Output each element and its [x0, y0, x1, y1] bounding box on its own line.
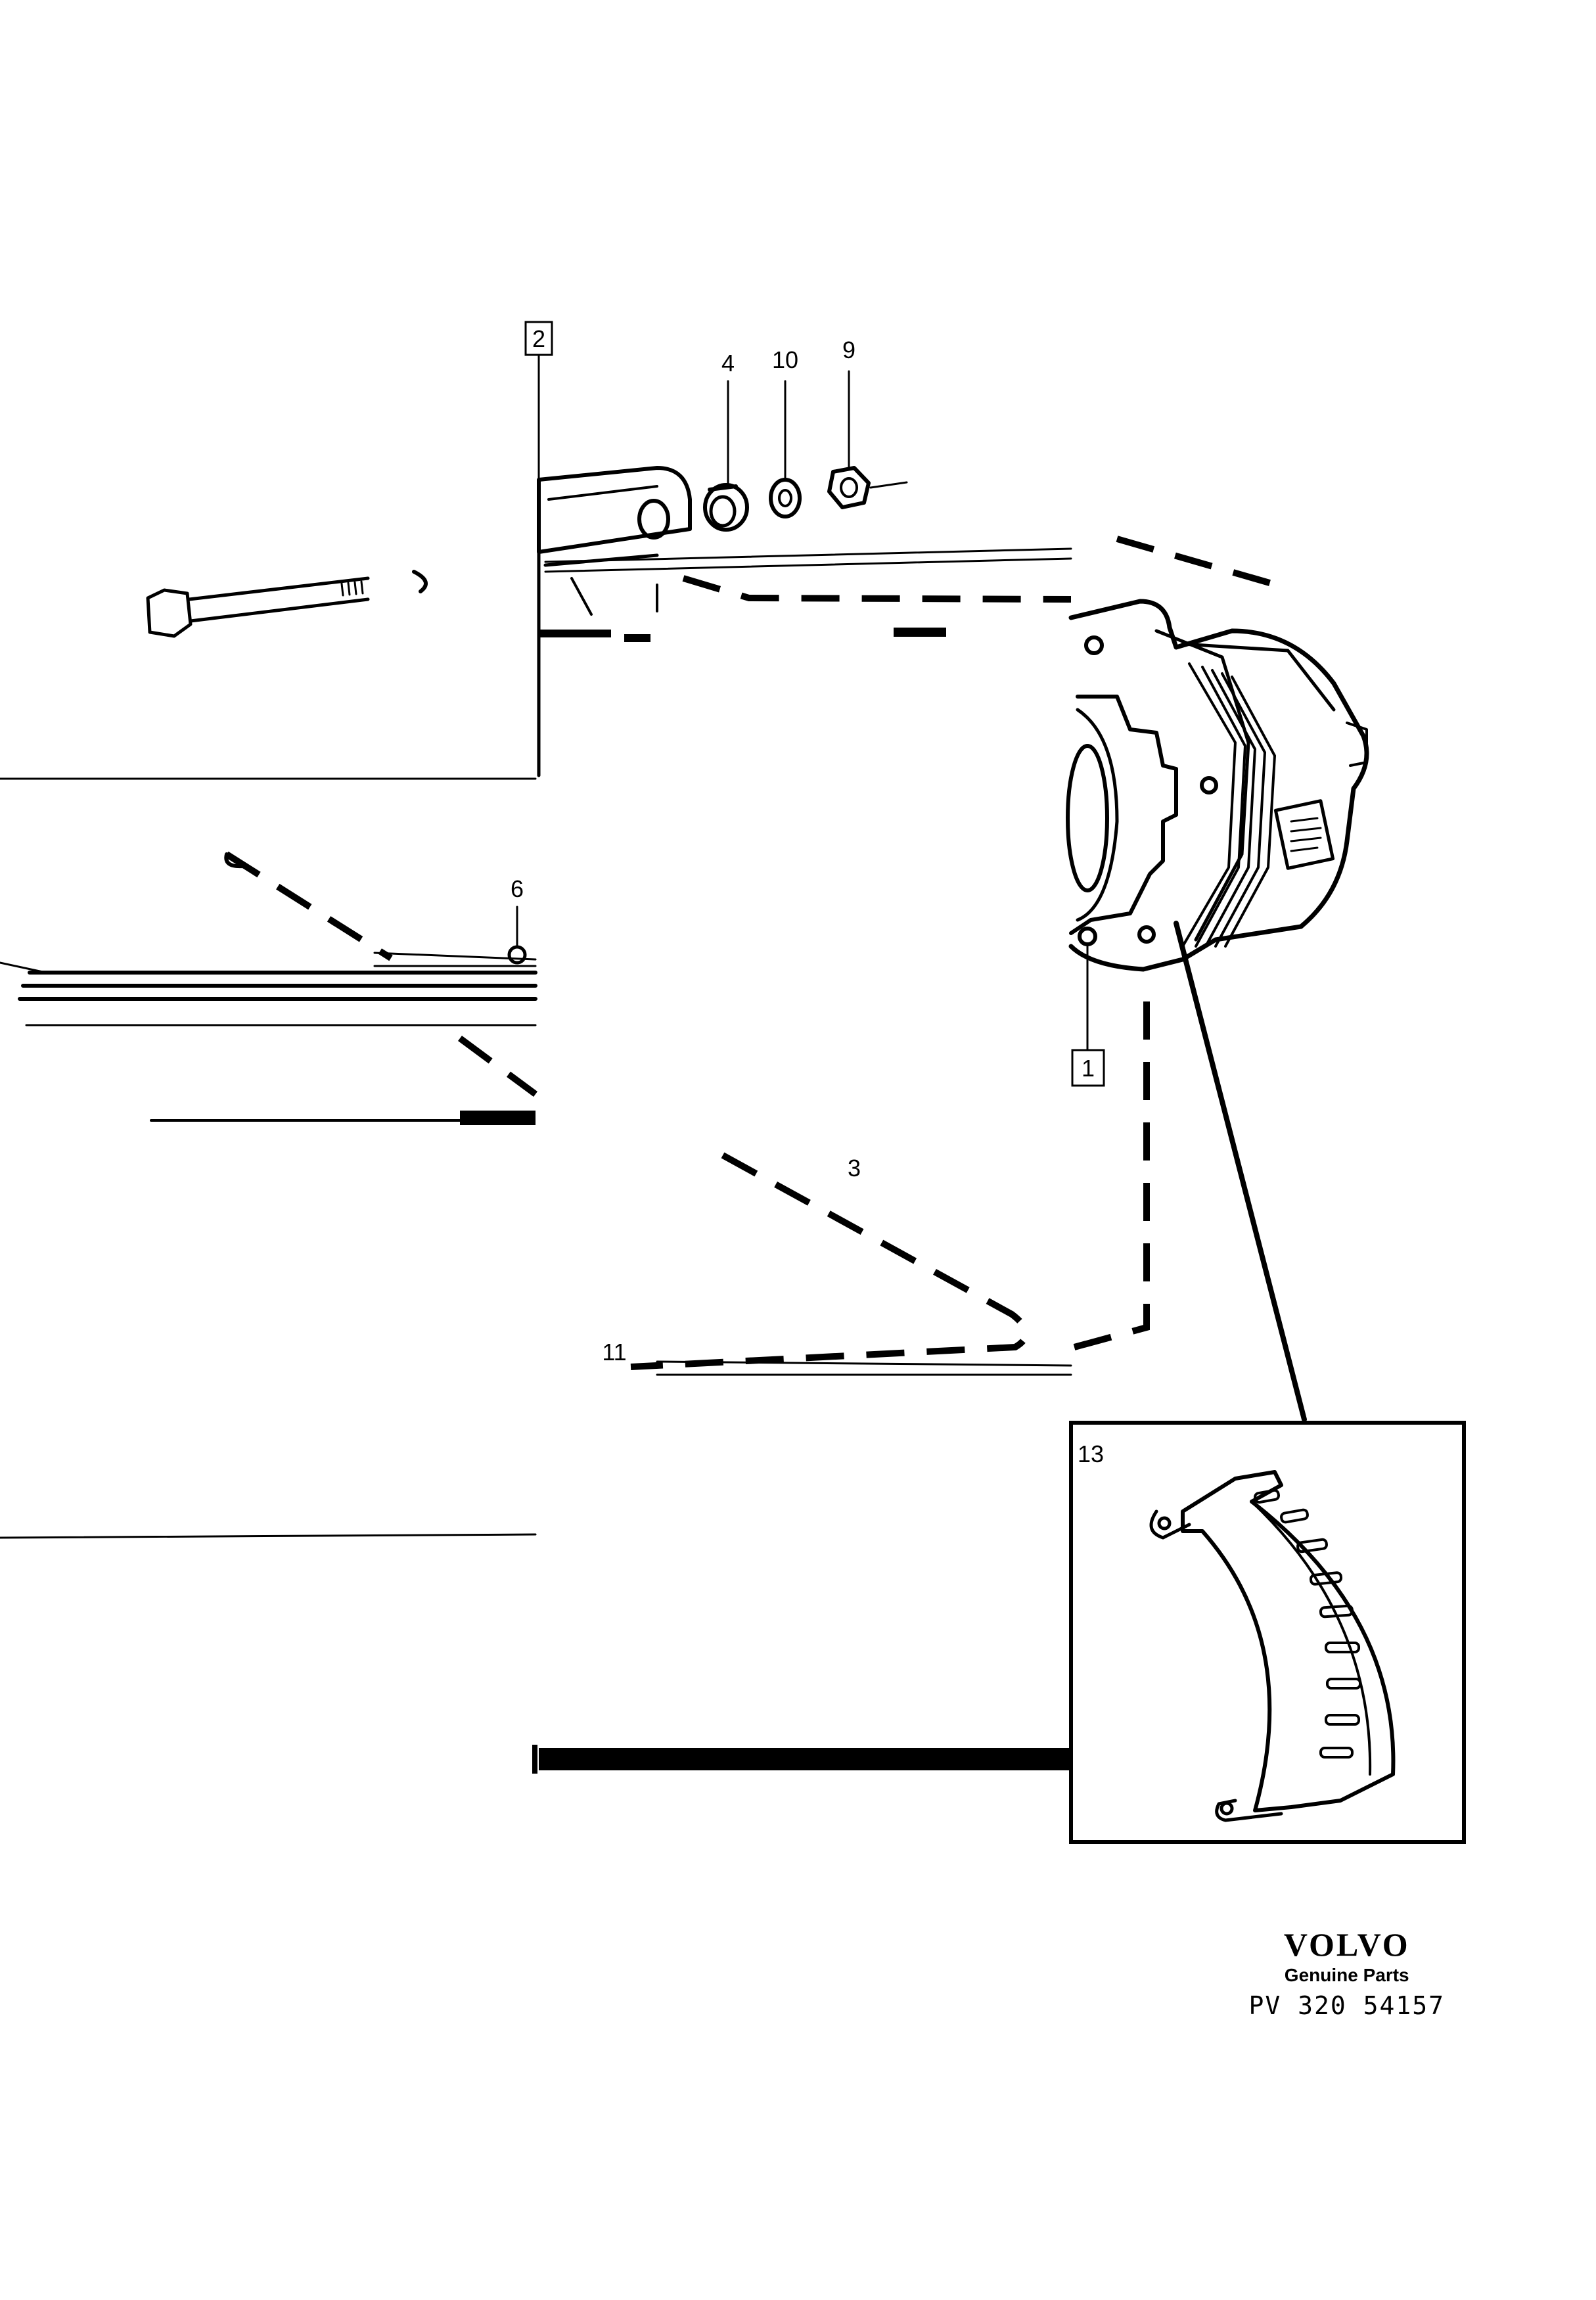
callout-9: 9 [842, 336, 855, 363]
callout-3: 3 [848, 1155, 861, 1182]
mounting-bracket [537, 466, 946, 777]
callout-2: 2 [532, 325, 545, 352]
guide-line-lower [656, 1360, 1072, 1376]
spacer-part-4 [703, 483, 749, 532]
belt-corner [224, 852, 245, 869]
callout-10: 10 [772, 346, 798, 373]
volvo-logo: VOLVO [1283, 1926, 1410, 1963]
callout-6: 6 [511, 875, 524, 902]
part-reference: PV 320 54157 [1248, 1991, 1445, 2020]
alternator [1066, 599, 1369, 972]
washer-part-10 [769, 478, 802, 518]
belt-path-alternator [1073, 979, 1150, 1350]
belt-path-upper [682, 575, 1072, 603]
leader-13 [1174, 921, 1307, 1422]
support-bar [539, 1748, 1071, 1770]
callout-box-1 [1071, 1049, 1105, 1087]
nut-part-9 [827, 466, 908, 509]
belt-path-lower [225, 851, 1030, 1370]
callout-13: 13 [1078, 1440, 1104, 1467]
callout-11: 11 [602, 1339, 626, 1366]
detail-box-13 [1069, 1421, 1466, 1844]
guide-line [544, 547, 1072, 573]
callout-1: 1 [1082, 1055, 1095, 1082]
brand-block: VOLVO Genuine Parts PV 320 54157 [1248, 1925, 1445, 2020]
callout-4: 4 [721, 350, 735, 377]
through-bolt [146, 570, 428, 638]
brand-subtitle: Genuine Parts [1284, 1965, 1409, 1985]
lower-bracket-assembly [0, 777, 537, 1539]
callout-box-2 [524, 321, 553, 356]
belt-path-top [1116, 536, 1289, 591]
